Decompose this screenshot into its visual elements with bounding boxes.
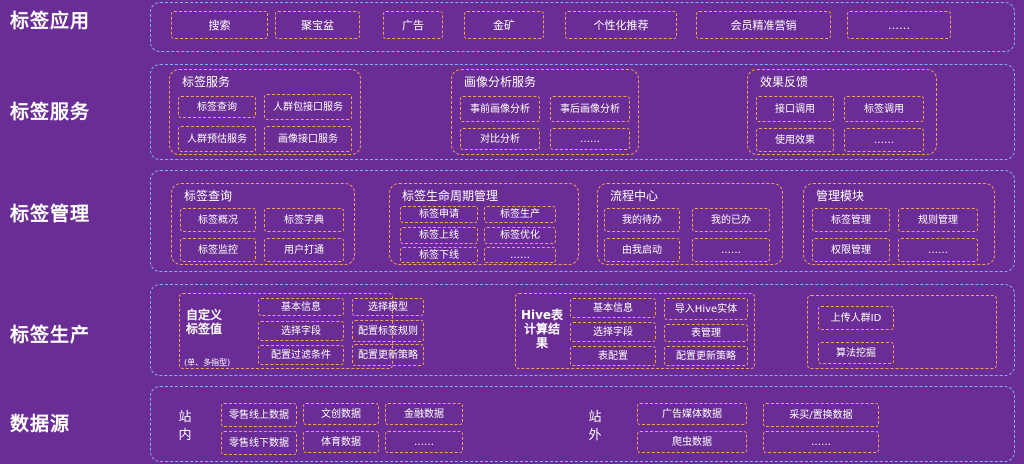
- service-item[interactable]: 人群包接口服务: [264, 94, 352, 120]
- layer-app: 搜索 聚宝盆 广告 金矿 个性化推荐 会员精准营销 ……: [150, 2, 1015, 52]
- layer-label-service: 标签服务: [10, 101, 91, 123]
- produce-item[interactable]: 选择字段: [570, 322, 656, 342]
- layer-produce: 自定义标签值 (单、多指型) 基本信息 选择模型 选择字段 配置标签规则 配置过…: [150, 284, 1015, 376]
- manage-item[interactable]: 用户打通: [264, 238, 344, 262]
- group-title: 流程中心: [610, 189, 659, 203]
- group-process-center: 流程中心 我的待办 我的已办 由我启动 ……: [597, 183, 783, 265]
- produce-item[interactable]: 基本信息: [258, 298, 344, 316]
- group-tag-query: 标签查询 标签概况 标签字典 标签监控 用户打通: [171, 183, 355, 265]
- group-effect-feedback: 效果反馈 接口调用 标签调用 使用效果 ……: [747, 69, 937, 155]
- group-upload: 上传人群ID 算法挖掘: [807, 295, 997, 369]
- group-title: 管理模块: [816, 189, 865, 203]
- source-outside-label: 站外: [588, 410, 602, 443]
- layer-label-manage: 标签管理: [10, 203, 91, 225]
- custom-tag-title: 自定义标签值: [186, 308, 223, 336]
- service-item[interactable]: ……: [844, 128, 924, 152]
- manage-item[interactable]: ……: [484, 247, 556, 263]
- app-item-personalized-recommend[interactable]: 个性化推荐: [565, 11, 677, 39]
- service-item[interactable]: 标签调用: [844, 96, 924, 122]
- produce-item[interactable]: 表管理: [664, 324, 748, 342]
- app-item-jinkuang[interactable]: 金矿: [464, 11, 544, 39]
- source-item[interactable]: ……: [385, 431, 463, 453]
- layer-manage: 标签查询 标签概况 标签字典 标签监控 用户打通 标签生命周期管理 标签申请 标…: [150, 170, 1015, 272]
- produce-item[interactable]: 配置过滤条件: [258, 345, 344, 365]
- service-item[interactable]: 画像接口服务: [264, 126, 352, 152]
- source-item[interactable]: 广告媒体数据: [637, 403, 747, 425]
- service-item[interactable]: 对比分析: [460, 128, 540, 150]
- group-lifecycle: 标签生命周期管理 标签申请 标签生产 标签上线 标签优化 标签下线 ……: [389, 183, 579, 265]
- manage-item[interactable]: 标签字典: [264, 208, 344, 232]
- service-item[interactable]: ……: [550, 128, 630, 150]
- service-item[interactable]: 人群预估服务: [178, 126, 256, 152]
- produce-item[interactable]: 配置更新策略: [352, 344, 424, 366]
- app-item-member-marketing[interactable]: 会员精准营销: [696, 11, 831, 39]
- group-title: 标签生命周期管理: [402, 189, 499, 203]
- source-item[interactable]: 采买/置换数据: [763, 403, 879, 427]
- manage-item[interactable]: 标签优化: [484, 227, 556, 244]
- app-item-search[interactable]: 搜索: [171, 11, 268, 39]
- produce-item[interactable]: 选择字段: [258, 321, 344, 341]
- app-item-more[interactable]: ……: [847, 11, 951, 39]
- source-item[interactable]: 金融数据: [385, 403, 463, 425]
- service-item[interactable]: 事前画像分析: [460, 96, 540, 122]
- service-item[interactable]: 使用效果: [756, 128, 834, 152]
- manage-item[interactable]: 标签管理: [812, 208, 890, 232]
- group-profile-analysis: 画像分析服务 事前画像分析 事后画像分析 对比分析 ……: [451, 69, 639, 155]
- app-item-jubaopen[interactable]: 聚宝盆: [275, 11, 360, 39]
- group-hive-result: Hive表计算结果 基本信息 导入Hive实体 选择字段 表管理 表配置 配置更…: [515, 293, 755, 369]
- produce-item[interactable]: 配置更新策略: [664, 346, 748, 366]
- source-item[interactable]: 爬虫数据: [637, 431, 747, 453]
- service-item[interactable]: 接口调用: [756, 96, 834, 122]
- layer-source: 站内 零售线上数据 文创数据 金融数据 零售线下数据 体育数据 …… 站外 广告…: [150, 386, 1015, 462]
- produce-item[interactable]: 算法挖掘: [818, 342, 894, 364]
- group-admin-module: 管理模块 标签管理 规则管理 权限管理 ……: [803, 183, 995, 265]
- service-item[interactable]: 标签查询: [178, 96, 256, 118]
- source-item[interactable]: 文创数据: [303, 403, 379, 425]
- produce-item[interactable]: 上传人群ID: [818, 306, 894, 330]
- service-item[interactable]: 事后画像分析: [550, 96, 630, 122]
- manage-item[interactable]: 我的已办: [692, 208, 770, 232]
- produce-item[interactable]: 选择模型: [352, 298, 424, 316]
- source-item[interactable]: ……: [763, 431, 879, 453]
- manage-item[interactable]: ……: [692, 238, 770, 262]
- manage-item[interactable]: ……: [898, 238, 978, 262]
- manage-item[interactable]: 我的待办: [604, 208, 680, 232]
- layer-label-produce: 标签生产: [10, 324, 91, 346]
- manage-item[interactable]: 权限管理: [812, 238, 890, 262]
- group-title: 效果反馈: [760, 75, 809, 89]
- manage-item[interactable]: 标签上线: [400, 227, 478, 244]
- source-item[interactable]: 零售线下数据: [221, 431, 297, 455]
- produce-item[interactable]: 导入Hive实体: [664, 298, 748, 320]
- group-tag-service: 标签服务 标签查询 人群包接口服务 人群预估服务 画像接口服务: [169, 69, 361, 155]
- layer-label-source: 数据源: [10, 413, 71, 435]
- group-custom-tag-value: 自定义标签值 (单、多指型) 基本信息 选择模型 选择字段 配置标签规则 配置过…: [179, 293, 424, 369]
- hive-result-title: Hive表计算结果: [520, 308, 564, 350]
- layer-service: 标签服务 标签查询 人群包接口服务 人群预估服务 画像接口服务 画像分析服务 事…: [150, 64, 1015, 160]
- app-item-ads[interactable]: 广告: [383, 11, 443, 39]
- manage-item[interactable]: 标签申请: [400, 206, 478, 223]
- custom-tag-note: (单、多指型): [184, 358, 231, 367]
- manage-item[interactable]: 规则管理: [898, 208, 978, 232]
- group-title: 标签服务: [182, 75, 231, 89]
- produce-item[interactable]: 配置标签规则: [352, 320, 424, 342]
- source-inside-label: 站内: [178, 410, 192, 443]
- manage-item[interactable]: 标签概况: [180, 208, 256, 232]
- manage-item[interactable]: 标签下线: [400, 247, 478, 263]
- source-item[interactable]: 零售线上数据: [221, 403, 297, 427]
- produce-item[interactable]: 基本信息: [570, 298, 656, 318]
- manage-item[interactable]: 标签生产: [484, 206, 556, 223]
- layer-label-app: 标签应用: [10, 10, 91, 32]
- source-item[interactable]: 体育数据: [303, 431, 379, 453]
- group-title: 标签查询: [184, 189, 233, 203]
- manage-item[interactable]: 标签监控: [180, 238, 256, 262]
- group-title: 画像分析服务: [464, 75, 537, 89]
- produce-item[interactable]: 表配置: [570, 346, 656, 366]
- manage-item[interactable]: 由我启动: [604, 238, 680, 262]
